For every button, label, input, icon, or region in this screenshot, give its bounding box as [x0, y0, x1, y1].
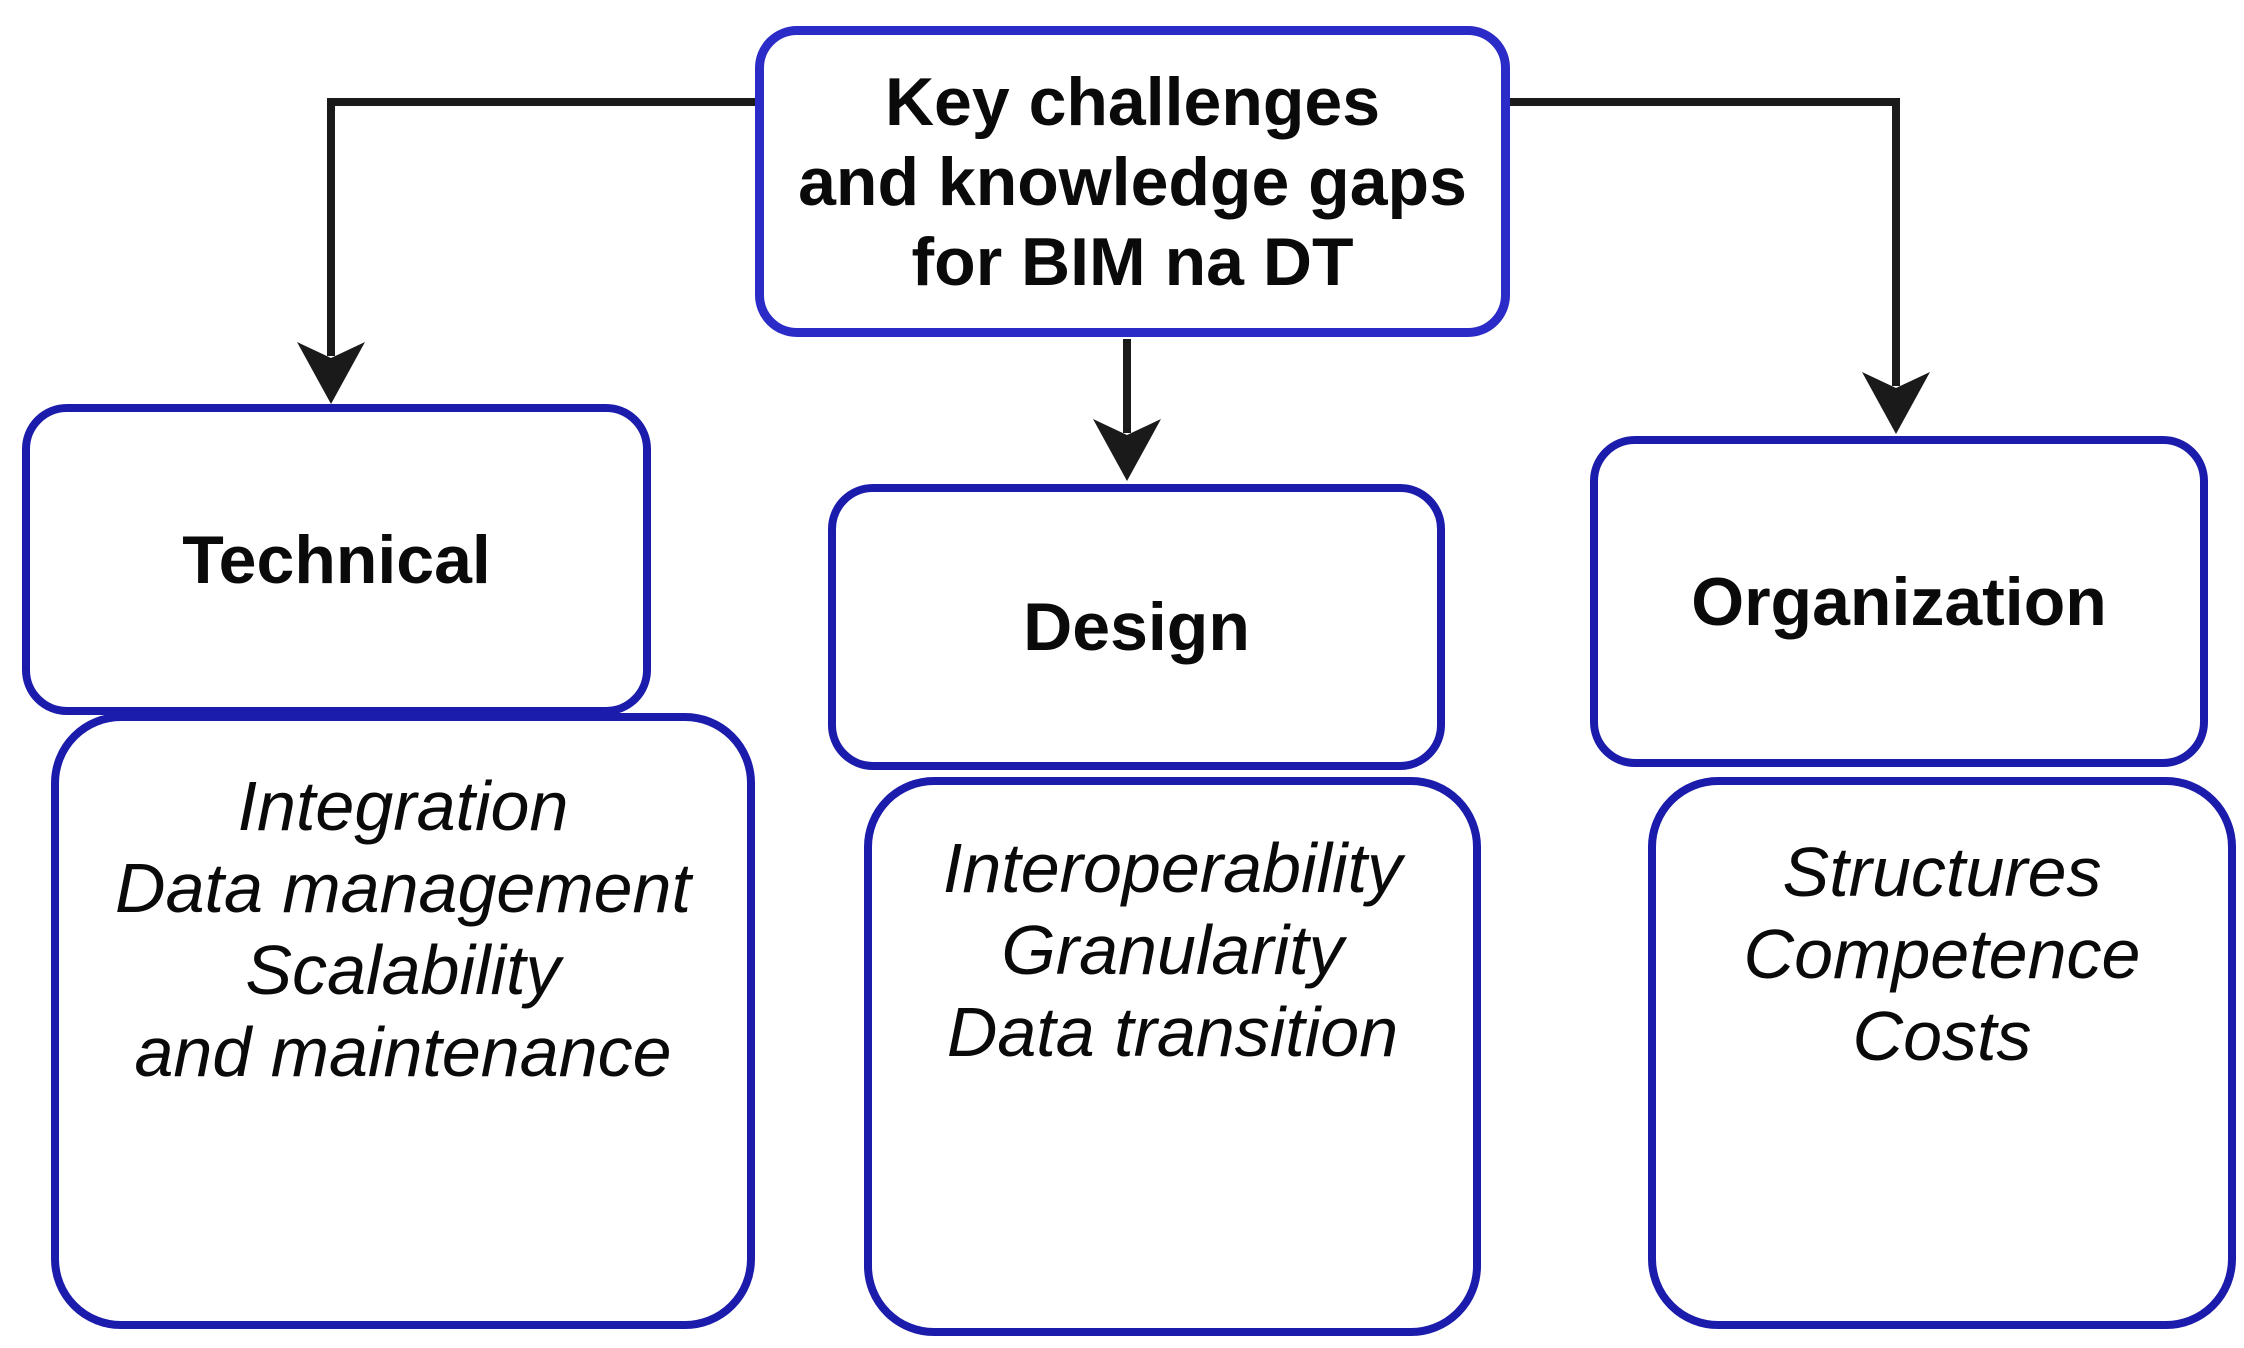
technical-label: Technical [182, 521, 491, 598]
design-box: Design [828, 484, 1445, 770]
root-title-line: for BIM na DT [911, 223, 1354, 300]
design-label: Design [1023, 589, 1250, 665]
connector-line-technical [327, 98, 755, 356]
design-item: Data transition [946, 993, 1399, 1071]
root-title-line: Key challenges [884, 63, 1381, 140]
design-item: Interoperability [942, 829, 1403, 907]
technical-item: Integration [237, 767, 569, 845]
design-items-box: Interoperability Granularity Data transi… [864, 777, 1481, 1336]
organization-item: Competence [1743, 915, 2141, 993]
technical-item: and maintenance [134, 1013, 672, 1091]
organization-items-box: Structures Competence Costs [1648, 777, 2236, 1329]
technical-items-box: Integration Data management Scalability … [51, 713, 755, 1329]
organization-box: Organization [1590, 436, 2208, 767]
technical-item: Data management [115, 849, 691, 927]
arrowhead-technical-icon [297, 342, 365, 404]
organization-item: Costs [1852, 997, 2032, 1075]
root-title-line: and knowledge gaps [798, 143, 1467, 220]
connector-line-organization [1500, 98, 1900, 386]
technical-item: Scalability [245, 931, 561, 1009]
organization-item: Structures [1782, 833, 2102, 911]
arrowhead-organization-icon [1862, 372, 1930, 434]
organization-label: Organization [1691, 563, 2107, 640]
design-item: Granularity [1001, 911, 1344, 989]
technical-box: Technical [22, 404, 651, 715]
arrowhead-design-icon [1093, 419, 1161, 481]
root-box: Key challenges and knowledge gaps for BI… [755, 26, 1510, 337]
